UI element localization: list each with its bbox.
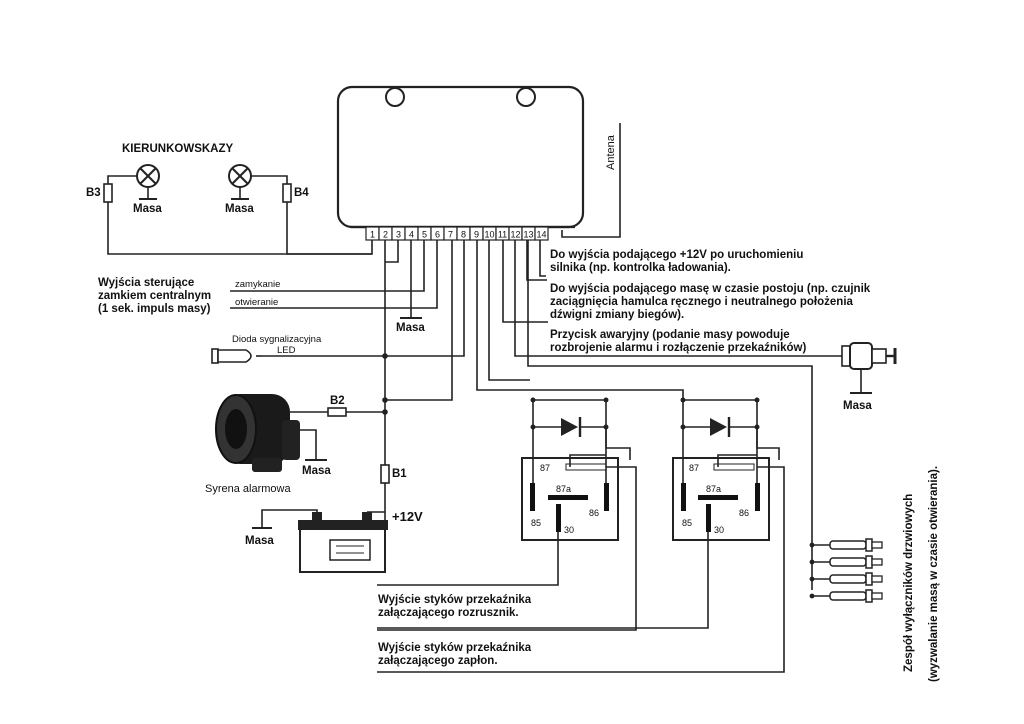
relay2-pin-87a: 87a [706,484,721,494]
connector-pin-label: 1 [370,230,375,240]
connector-pin [534,226,549,241]
otwieranie-label: otwieranie [235,297,278,308]
connector-pin-label: 2 [383,230,388,240]
outputs: Do wyjścia podającego +12V po uruchomien… [502,240,897,412]
siren-label: Syrena alarmowa [205,483,291,495]
fuse-b1-label: B1 [392,468,407,480]
panic-line2: rozbrojenie alarmu i rozłączenie przekaź… [550,342,806,354]
fuse-b3-icon [103,183,113,203]
antenna-label: Antena [605,134,617,170]
turn-signals: KIERUNKOWSKAZY Masa Masa B3 B4 [86,143,373,255]
battery-icon [298,512,388,573]
diode-relay1-icon [533,417,606,437]
led-indicator: Dioda sygnalizacyjna LED [211,240,465,364]
relay1-pin-85: 85 [531,518,541,528]
central-lock-title-1: Wyjścia sterujące [98,277,194,289]
rozrusznik-line1: Wyjście styków przekaźnika [378,594,532,606]
rozrusznik-line2: załączającego rozrusznik. [378,607,519,619]
door-switch-icon [809,589,883,603]
connector-pin-label: 6 [435,230,440,240]
fuse-b1-icon [380,464,390,484]
relay2-pin-30: 30 [714,525,724,535]
door-switches [809,538,883,603]
lamp-left-icon [136,164,160,200]
masa-label-battery: Masa [245,535,274,547]
out-12v-line2: silnika (np. kontrolka ładowania). [550,262,731,274]
siren-icon [215,394,300,472]
battery: Masa [245,509,388,573]
antenna: Antena [561,123,621,238]
masa-label-siren: Masa [302,465,331,477]
relay2-pin-87: 87 [689,463,699,473]
connector-pin-label: 13 [523,230,533,240]
connector-pin-label: 8 [461,230,466,240]
masa-label-panic: Masa [843,400,872,412]
led-label-1: Dioda sygnalizacyjna [232,334,322,345]
door-switch-icon [809,538,883,552]
control-unit [336,85,585,229]
door-switches-title: Zespół wyłączników drzwiowych [903,494,915,672]
connector-pin-label: 5 [422,230,427,240]
turn-signals-title: KIERUNKOWSKAZY [122,143,233,155]
zamykanie-label: zamykanie [235,279,280,290]
door-switch-icon [809,555,883,569]
connector-pin-label: 4 [409,230,414,240]
zaplon-line2: załączającego zapłon. [378,655,498,667]
led-label-2: LED [277,345,296,356]
lamp-right-icon [228,164,252,200]
masa-label-lamp-left: Masa [133,203,162,215]
door-switch-icon [809,572,883,586]
central-lock: Wyjścia sterujące zamkiem centralnym (1 … [98,240,438,334]
relay1-pin-30: 30 [564,525,574,535]
connector-pin-label: 14 [536,230,546,240]
led-icon [211,348,262,364]
out-12v-line1: Do wyjścia podającego +12V po uruchomien… [550,249,803,261]
zaplon-line1: Wyjście styków przekaźnika [378,642,532,654]
connector-pin-label: 3 [396,230,401,240]
door-switches-subtitle: (wyzwalanie masą w czasie otwierania). [928,466,940,682]
fuse-b2-icon [327,407,347,417]
masa-label-lamp-right: Masa [225,203,254,215]
relay-2: 87 87a 85 86 30 [672,457,770,541]
siren: B2 Masa Syrena alarmowa [205,240,453,495]
fuse-b4-label: B4 [294,187,309,199]
connector-pin-label: 9 [474,230,479,240]
panic-button-icon [841,342,897,394]
connector-pin-label: 10 [484,230,494,240]
plus12v-label: +12V [392,509,423,524]
out-masa-line2: zaciągnięcia hamulca ręcznego i neutraln… [550,296,854,308]
fuse-b4-icon [282,183,292,203]
diode-relay2-icon [683,417,755,437]
relay2-pin-86: 86 [739,508,749,518]
masa-label-pin4: Masa [396,322,425,334]
out-masa-line3: dźwigni zmiany biegów). [550,309,684,321]
fuse-b3-label: B3 [86,187,101,199]
power-bus: B1 +12V [380,240,423,524]
relay1-pin-87a: 87a [556,484,571,494]
connector-pin-label: 12 [510,230,520,240]
panic-line1: Przycisk awaryjny (podanie masy powoduje [550,329,790,341]
relay-1: 87 87a 85 86 30 [521,457,619,541]
connector-pin-label: 11 [498,230,507,240]
relay2-pin-85: 85 [682,518,692,528]
out-masa-line1: Do wyjścia podającego masę w czasie post… [550,283,871,295]
fuse-b2-label: B2 [330,395,345,407]
relay-wiring [377,240,813,673]
central-lock-title-2: zamkiem centralnym [98,290,211,302]
relay1-pin-87: 87 [540,463,550,473]
relay1-pin-86: 86 [589,508,599,518]
central-lock-title-3: (1 sek. impuls masy) [98,303,211,315]
connector-pin-label: 7 [448,230,453,240]
